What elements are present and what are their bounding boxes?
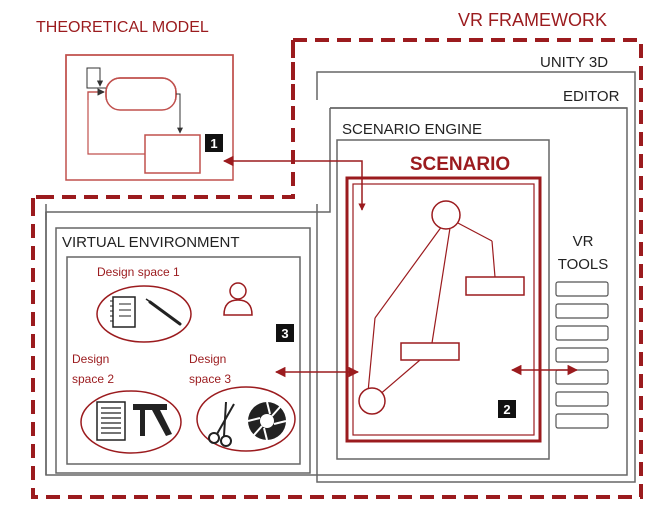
vr-tool-slot	[555, 303, 609, 319]
scenario-engine-box	[336, 139, 550, 460]
unity-3d-box	[316, 71, 636, 483]
scenario-label: SCENARIO	[410, 154, 510, 175]
design-space-3-label-line2: space 3	[189, 372, 231, 386]
scenario-start-node	[431, 200, 461, 230]
design-space-1-label: Design space 1	[97, 265, 180, 279]
marker-1-label-overlay: 1	[210, 136, 217, 151]
vr-tool-slot	[555, 325, 609, 341]
scissors-icon	[208, 401, 235, 447]
design-space-1	[96, 285, 192, 343]
scenario-graph	[358, 200, 525, 415]
document-icon	[96, 401, 126, 441]
model-to-scenario-arrow	[222, 155, 366, 211]
vr-tool-slot	[555, 413, 609, 429]
notebook-icon	[110, 296, 136, 328]
person-icon	[223, 282, 253, 316]
scenario-end-node	[358, 387, 386, 415]
design-space-2	[80, 390, 182, 454]
vr-tool-slot	[555, 281, 609, 297]
vr-tool-slot	[555, 391, 609, 407]
marker-3-label: 3	[281, 326, 288, 341]
scenario-box	[345, 176, 542, 443]
virtual-environment-label: VIRTUAL ENVIRONMENT	[62, 234, 240, 251]
vr-tools-label-line2: TOOLS	[558, 256, 609, 273]
editor-label: EDITOR	[563, 88, 620, 105]
design-space-2-label-line2: space 2	[72, 372, 114, 386]
scenario-engine-label: SCENARIO ENGINE	[342, 121, 482, 138]
marker-3	[276, 324, 294, 342]
unity-3d-label: UNITY 3D	[540, 54, 608, 71]
design-space-3	[196, 386, 296, 452]
aperture-icon	[247, 401, 287, 441]
theoretical-model-label: THEORETICAL MODEL	[36, 19, 209, 36]
scenario-step-node	[465, 276, 525, 296]
pen-icon	[145, 298, 182, 326]
design-space-2-label-line1: Design	[72, 352, 109, 366]
vr-framework-boundary	[31, 38, 643, 499]
vr-tools-label-line1: VR	[573, 233, 594, 250]
scenario-step-node	[400, 342, 460, 361]
marker-2-label: 2	[503, 402, 510, 417]
vr-framework-label: VR FRAMEWORK	[458, 10, 607, 30]
vr-tool-slot	[555, 369, 609, 385]
design-space-3-label-line1: Design	[189, 352, 226, 366]
marker-2	[498, 400, 516, 418]
caliper-icon	[133, 404, 172, 436]
vr-tool-slot	[555, 347, 609, 363]
vr-tools-list	[555, 281, 609, 429]
